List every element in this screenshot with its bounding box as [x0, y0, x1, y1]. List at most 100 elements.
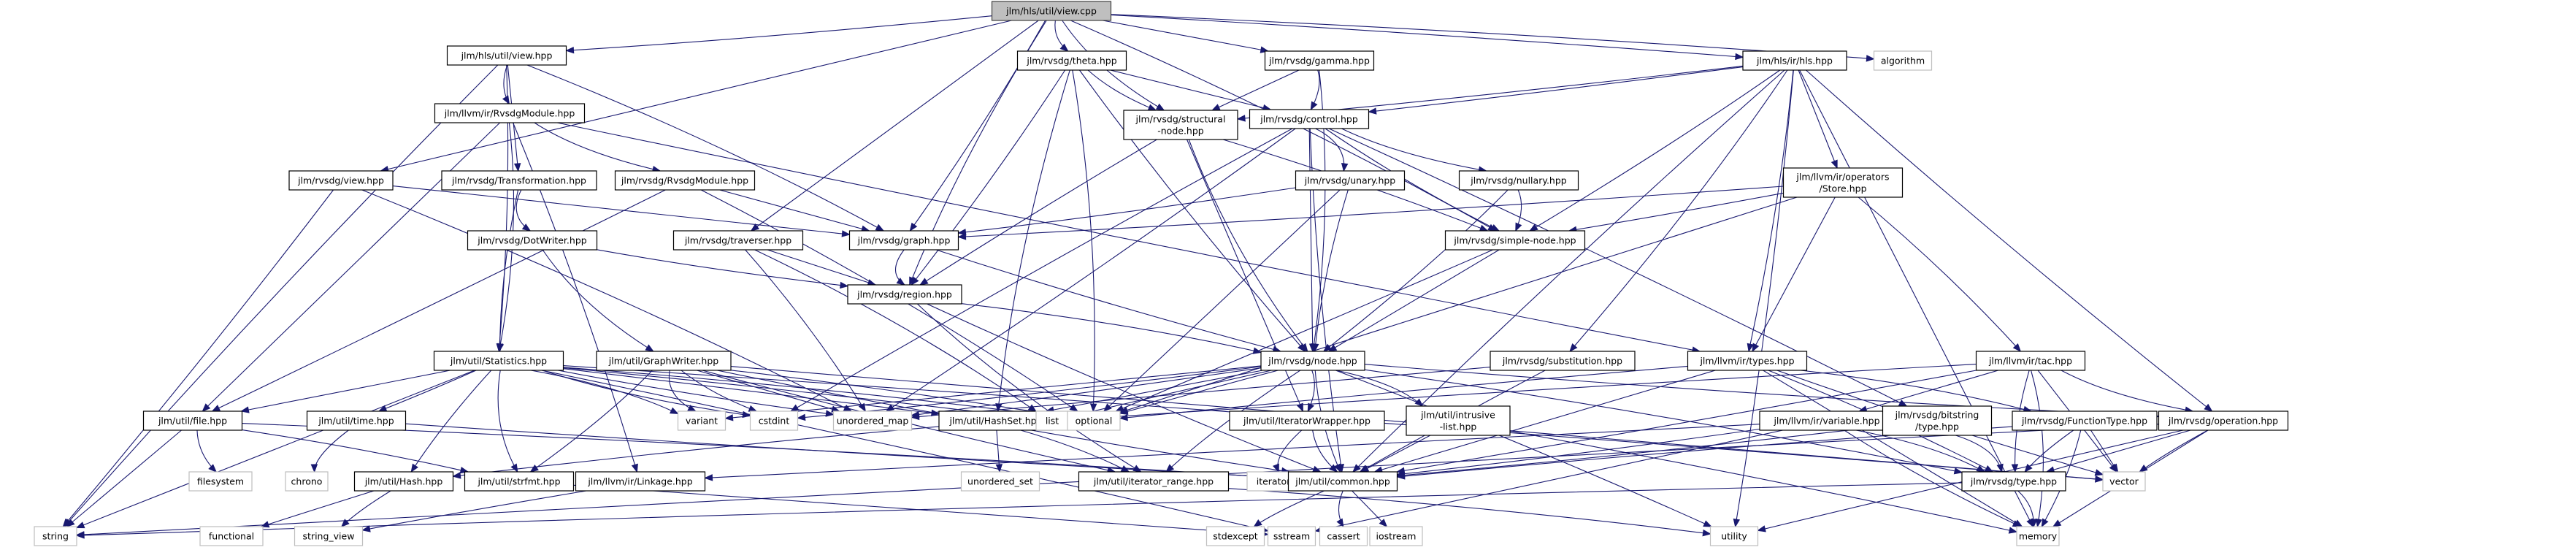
edge-graphwriter-to-optional [730, 370, 1068, 418]
graph-node-node-hpp[interactable]: jlm/rvsdg/node.hpp [1260, 351, 1365, 371]
graph-node-traverser[interactable]: jlm/rvsdg/traverser.hpp [672, 230, 804, 251]
node-box [2012, 410, 2158, 431]
node-box [1742, 50, 1847, 71]
edge-time-hpp-to-chrono [314, 429, 349, 473]
graph-node-gamma[interactable]: jlm/rvsdg/gamma.hpp [1264, 50, 1375, 71]
node-box [991, 1, 1112, 21]
arrowhead-icon [75, 522, 85, 529]
graph-node-store[interactable]: jlm/llvm/ir/operators/Store.hpp [1782, 167, 1904, 198]
edge-theta-to-structural [1087, 69, 1157, 111]
arrowhead-icon [789, 404, 800, 412]
graph-node-functiontype[interactable]: jlm/rvsdg/FunctionType.hpp [2012, 410, 2158, 431]
graph-node-common[interactable]: jlm/util/common.hpp [1287, 471, 1398, 492]
graph-node-bitstring[interactable]: jlm/rvsdg/bitstring/type.hpp [1882, 405, 1993, 436]
arrowhead-icon [1253, 519, 1262, 527]
graph-node-view-cpp[interactable]: jlm/hls/util/view.cpp [991, 1, 1112, 21]
edge-region-to-iterator-range [916, 303, 1141, 473]
arrowhead-icon [2110, 463, 2119, 473]
node-label: jlm/rvsdg/graph.hpp [857, 235, 951, 246]
graph-node-strfmt[interactable]: jlm/util/strfmt.hpp [464, 471, 575, 492]
edge-control-to-unary [1315, 128, 1345, 172]
graph-node-unordered-map: unordered_map [832, 410, 913, 431]
edge-node-hpp-to-list [1067, 370, 1272, 418]
edge-statistics-to-sstream [541, 370, 1268, 532]
node-box [1759, 410, 1895, 431]
graph-node-control[interactable]: jlm/rvsdg/control.hpp [1249, 109, 1370, 129]
arrowhead-icon [510, 463, 518, 473]
edge-structural-to-node-hpp [1188, 139, 1308, 352]
graph-node-simple-node[interactable]: jlm/rvsdg/simple-node.hpp [1444, 230, 1586, 251]
node-label: jlm/util/IteratorWrapper.hpp [1243, 416, 1371, 427]
arrowhead-icon [1984, 465, 1994, 473]
graph-node-linkage[interactable]: jlm/llvm/ir/Linkage.hpp [575, 471, 706, 492]
graph-node-hls-view-hpp[interactable]: jlm/hls/util/view.hpp [446, 45, 567, 66]
graph-node-graph-hpp[interactable]: jlm/rvsdg/graph.hpp [848, 230, 959, 251]
graph-node-graphwriter[interactable]: jlm/util/GraphWriter.hpp [596, 351, 732, 371]
edge-tac-to-operation [2061, 370, 2193, 412]
graph-node-hash-hpp[interactable]: jlm/util/Hash.hpp [353, 471, 454, 492]
arrowhead-icon [841, 230, 851, 237]
arrowhead-icon [1757, 525, 1766, 532]
node-label: jlm/rvsdg/traverser.hpp [684, 235, 791, 246]
graph-node-iterator-range[interactable]: jlm/util/iterator_range.hpp [1078, 471, 1230, 492]
graph-node-types[interactable]: jlm/llvm/ir/types.hpp [1687, 351, 1808, 371]
graph-node-dotwriter[interactable]: jlm/rvsdg/DotWriter.hpp [467, 230, 598, 251]
node-label: cassert [1327, 531, 1360, 542]
graph-node-structural[interactable]: jlm/rvsdg/structural-node.hpp [1123, 110, 1238, 140]
arrowhead-icon [875, 224, 885, 232]
arrowhead-icon [340, 519, 350, 527]
arrowhead-icon [62, 518, 71, 528]
graph-node-optional: optional [1067, 410, 1121, 431]
node-label: cstdint [759, 416, 790, 427]
node-label: jlm/util/iterator_range.hpp [1093, 476, 1214, 487]
graph-node-hashset[interactable]: jlm/util/HashSet.hpp [938, 410, 1054, 431]
edge-hls-hpp-to-memory [1799, 69, 2033, 527]
node-box [1287, 471, 1398, 492]
graph-node-transformation[interactable]: jlm/rvsdg/Transformation.hpp [441, 170, 597, 191]
graph-node-rvsdg-rvsdgmodule[interactable]: jlm/rvsdg/RvsdgModule.hpp [614, 170, 756, 191]
edge-statistics-to-hashset [563, 368, 940, 415]
arrowhead-icon [1322, 343, 1333, 352]
graph-node-statistics[interactable]: jlm/util/Statistics.hpp [433, 351, 564, 371]
edge-graphwriter-to-strfmt [530, 370, 653, 473]
arrowhead-icon [1735, 53, 1744, 61]
node-box [2158, 410, 2289, 431]
node-label: jlm/llvm/ir/variable.hpp [1773, 416, 1879, 427]
node-box [575, 471, 706, 492]
arrowhead-icon [2035, 518, 2042, 528]
graph-node-operation[interactable]: jlm/rvsdg/operation.hpp [2158, 410, 2289, 431]
graph-node-iostream: iostream [1369, 526, 1423, 546]
graph-node-list: list [1035, 410, 1069, 431]
edge-unary-to-optional [1103, 189, 1341, 412]
graph-node-substitution[interactable]: jlm/rvsdg/substitution.hpp [1490, 351, 1636, 371]
arrowhead-icon [410, 463, 418, 473]
graph-node-string-view: string_view [294, 526, 364, 546]
edge-view-cpp-to-hls-view-hpp [566, 15, 992, 51]
arrowhead-icon [1529, 224, 1538, 232]
graph-node-variable[interactable]: jlm/llvm/ir/variable.hpp [1759, 410, 1895, 431]
graph-node-file-hpp[interactable]: jlm/util/file.hpp [142, 410, 243, 431]
edge-llvm-rvsdgmodule-to-linkage [513, 122, 637, 473]
graph-node-time-hpp[interactable]: jlm/util/time.hpp [306, 410, 407, 431]
graph-node-llvm-rvsdgmodule[interactable]: jlm/llvm/ir/RvsdgModule.hpp [434, 103, 586, 123]
node-label: jlm/rvsdg/node.hpp [1268, 356, 1357, 367]
graph-node-rvsdg-view[interactable]: jlm/rvsdg/view.hpp [288, 170, 394, 191]
graph-node-string: string [34, 526, 77, 546]
graph-node-rvsdg-type[interactable]: jlm/rvsdg/type.hpp [1961, 471, 2066, 492]
graph-node-hls-hpp[interactable]: jlm/hls/ir/hls.hpp [1742, 50, 1847, 71]
graph-node-tac[interactable]: jlm/llvm/ir/tac.hpp [1975, 351, 2086, 371]
node-box [434, 103, 586, 123]
graph-node-intrusive[interactable]: jlm/util/intrusive-list.hpp [1406, 405, 1511, 436]
edge-bitstring-to-common [1397, 426, 1883, 476]
arrowhead-icon [1569, 343, 1578, 353]
graph-node-unary[interactable]: jlm/rvsdg/unary.hpp [1295, 170, 1406, 191]
arrowhead-icon [750, 223, 760, 232]
edge-time-hpp-to-common [405, 423, 1289, 478]
node-label: jlm/rvsdg/FunctionType.hpp [2021, 416, 2147, 427]
graph-node-nullary[interactable]: jlm/rvsdg/nullary.hpp [1458, 170, 1579, 191]
graph-node-theta[interactable]: jlm/rvsdg/theta.hpp [1016, 50, 1127, 71]
graph-node-region[interactable]: jlm/rvsdg/region.hpp [847, 284, 962, 305]
node-box [672, 230, 804, 251]
graph-node-iteratorwrapper[interactable]: jlm/util/IteratorWrapper.hpp [1229, 410, 1385, 431]
node-box [960, 471, 1040, 492]
